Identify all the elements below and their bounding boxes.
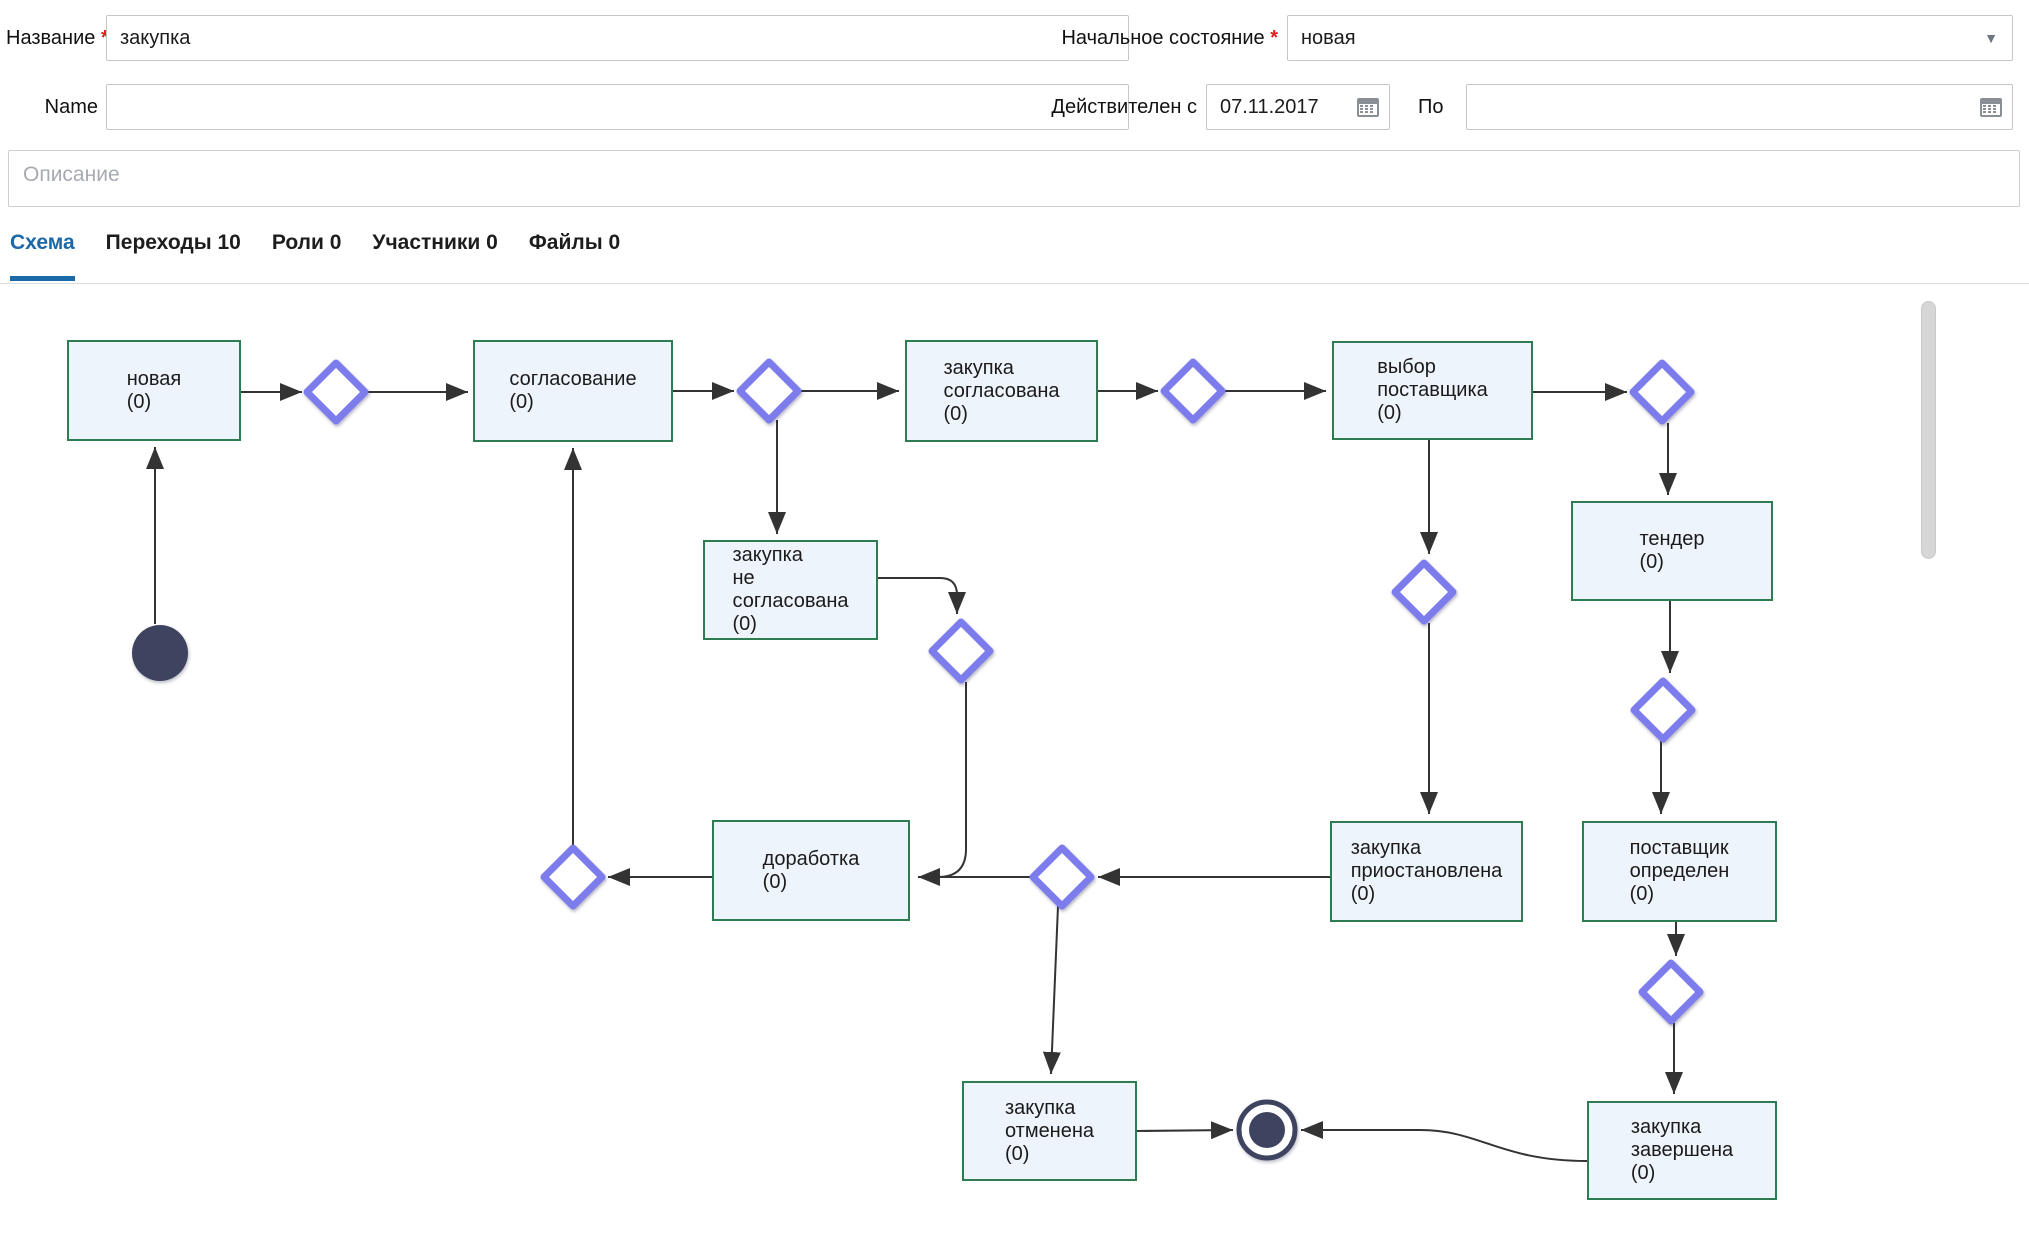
valid-to-input[interactable] <box>1466 84 2013 130</box>
transition-edge[interactable] <box>1136 1121 1234 1140</box>
required-asterisk: * <box>100 27 109 49</box>
tab-roles[interactable]: Роли 0 <box>271 231 342 254</box>
state-node-novaya[interactable]: новая (0) <box>67 340 241 441</box>
state-label: новая (0) <box>126 367 182 413</box>
valid-to-label: По <box>1418 96 1444 118</box>
valid-from-value: 07.11.2017 <box>1220 95 1319 118</box>
tab-participants[interactable]: Участники 0 <box>372 231 498 254</box>
state-node-postavshchik-opredelen[interactable]: поставщик определен (0) <box>1582 821 1777 922</box>
tab-schema[interactable]: Схема <box>10 231 75 281</box>
title-input[interactable] <box>106 15 1129 61</box>
calendar-icon[interactable] <box>1356 96 1380 118</box>
state-node-tender[interactable]: тендер (0) <box>1571 501 1773 601</box>
state-label: поставщик определен (0) <box>1629 837 1730 905</box>
transition-edge[interactable] <box>937 682 967 878</box>
calendar-icon[interactable] <box>1979 96 2003 118</box>
tab-transitions[interactable]: Переходы 10 <box>105 231 241 254</box>
required-asterisk: * <box>1270 27 1278 49</box>
transition-edge[interactable] <box>1042 905 1061 1075</box>
state-node-soglasovanie[interactable]: согласование (0) <box>473 340 673 442</box>
transition-edge[interactable] <box>1301 1121 1588 1162</box>
chevron-down-icon: ▼ <box>1984 30 1998 46</box>
start-node[interactable] <box>132 625 188 681</box>
tab-separator <box>0 283 2029 284</box>
state-label: закупка отменена (0) <box>1004 1096 1095 1165</box>
state-node-zakupka-otmenena[interactable]: закупка отменена (0) <box>962 1081 1137 1181</box>
end-node[interactable] <box>1236 1099 1298 1161</box>
state-label: доработка (0) <box>762 847 860 893</box>
initial-state-select[interactable]: новая ▼ <box>1287 15 2013 61</box>
state-node-zakupka-soglasovana[interactable]: закупка согласована (0) <box>905 340 1098 442</box>
gateway-node-gw3[interactable] <box>1160 358 1226 424</box>
state-node-vybor-postavshchika[interactable]: выбор поставщика (0) <box>1332 341 1533 440</box>
name-input[interactable] <box>106 84 1129 130</box>
gateway-node-gw7[interactable] <box>1638 959 1704 1025</box>
gateway-node-gw10[interactable] <box>928 618 994 684</box>
state-label: закупка не согласована (0) <box>732 544 849 635</box>
gateway-node-gw1[interactable] <box>303 359 369 425</box>
gateway-node-gw2[interactable] <box>736 358 802 424</box>
state-label: закупка приостановлена (0) <box>1350 837 1503 905</box>
tab-files[interactable]: Файлы 0 <box>528 231 621 254</box>
gateway-node-gw5[interactable] <box>1391 559 1457 625</box>
state-node-dorabotka[interactable]: доработка (0) <box>712 820 910 921</box>
gateway-node-gw8[interactable] <box>540 844 606 910</box>
transition-edge[interactable] <box>878 577 966 614</box>
state-label: тендер (0) <box>1639 528 1705 573</box>
vertical-scrollbar-thumb[interactable] <box>1921 301 1936 559</box>
state-label: выбор поставщика (0) <box>1377 356 1488 424</box>
valid-from-label: Действителен с <box>1051 96 1197 118</box>
initial-state-value: новая <box>1301 26 1356 49</box>
name-label: Name <box>44 96 98 118</box>
title-label: Название * <box>6 27 109 49</box>
state-label: согласование (0) <box>509 368 637 413</box>
gateway-node-gw9[interactable] <box>1029 844 1095 910</box>
state-label: закупка завершена (0) <box>1630 1116 1734 1184</box>
description-input[interactable] <box>8 150 2020 207</box>
initial-state-label: Начальное состояние * <box>1061 27 1278 49</box>
tab-bar: Схема Переходы 10 Роли 0 Участники 0 Файлы 0 <box>10 231 620 281</box>
gateway-node-gw6[interactable] <box>1630 677 1696 743</box>
state-node-zakupka-priostanovlena[interactable]: закупка приостановлена (0) <box>1330 821 1523 922</box>
end-node-dot <box>1249 1112 1285 1148</box>
gateway-node-gw4[interactable] <box>1629 359 1695 425</box>
state-node-zakupka-zavershena[interactable]: закупка завершена (0) <box>1587 1101 1777 1200</box>
valid-from-input[interactable]: 07.11.2017 <box>1206 84 1390 130</box>
state-label: закупка согласована (0) <box>943 356 1060 425</box>
state-node-zakupka-ne-soglasovana[interactable]: закупка не согласована (0) <box>703 540 878 640</box>
